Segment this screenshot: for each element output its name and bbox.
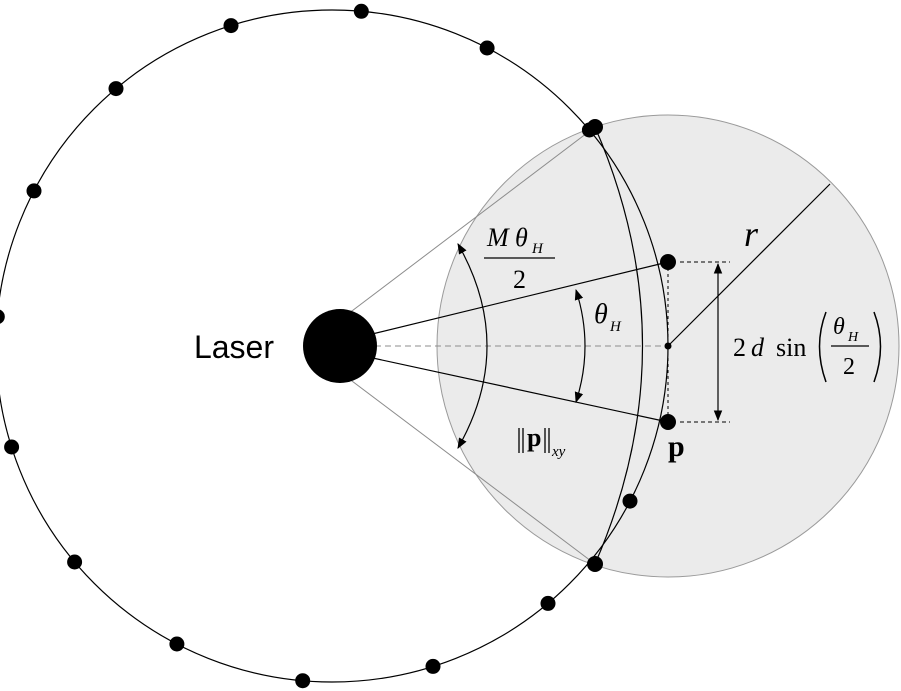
scan-ring-point — [169, 636, 185, 652]
intersection-point-top — [587, 119, 603, 135]
beam-lower — [367, 356, 669, 423]
intersection-arc — [594, 126, 644, 565]
left-paren — [818, 311, 827, 383]
m-theta-fraction: M θ H 2 — [484, 223, 555, 294]
intersection-point-bottom — [587, 556, 603, 572]
theta-subscript: H — [609, 319, 622, 335]
scan-ring-point — [479, 40, 495, 56]
theta-angle-arc — [574, 288, 586, 404]
scan-ring-point — [425, 658, 441, 674]
laser-source — [303, 309, 377, 383]
theta-symbol: θ — [594, 299, 608, 330]
guide-line-lower — [339, 371, 596, 565]
radius-line — [667, 183, 831, 347]
scan-ring-point — [26, 183, 42, 199]
frac-theta-subscript: H — [847, 330, 859, 345]
beam-upper — [367, 261, 669, 336]
scan-ring-point — [4, 439, 20, 455]
m-theta-angle-arc — [457, 243, 488, 449]
chord-length-formula: 2 d sin θ H 2 — [733, 311, 882, 383]
guide-line-upper — [339, 126, 596, 321]
scan-ring-point — [540, 595, 556, 611]
point-p-label: p — [668, 430, 685, 463]
center-point — [664, 342, 672, 350]
scan-ring-point — [108, 81, 124, 97]
scan-ring-point — [622, 493, 638, 509]
scan-ring-point — [0, 309, 5, 324]
m-theta-subscript: H — [531, 241, 544, 257]
m-theta-symbol: θ — [515, 223, 528, 252]
scan-ring-point — [353, 3, 369, 19]
norm-p-label: p xy — [518, 423, 566, 460]
norm-subscript: xy — [551, 444, 566, 460]
d-letter: d — [751, 333, 765, 362]
frac-theta-symbol: θ — [833, 314, 845, 340]
beam-point-p — [660, 414, 676, 430]
sin-function: sin — [776, 333, 806, 362]
scan-ring-point — [295, 673, 311, 689]
beam-point-upper — [660, 254, 676, 270]
frac-denominator: 2 — [843, 354, 855, 380]
m-theta-denominator: 2 — [513, 265, 526, 294]
m-letter: M — [486, 223, 510, 252]
right-paren — [873, 311, 882, 383]
scan-ring-points — [0, 3, 638, 689]
scan-ring-point — [223, 18, 239, 34]
norm-p-letter: p — [527, 423, 541, 452]
laser-label: Laser — [194, 329, 274, 365]
theta-h-label: θ H — [594, 299, 622, 335]
two-coefficient: 2 — [733, 333, 746, 362]
radius-label: r — [744, 214, 759, 254]
scan-ring-point — [67, 554, 83, 570]
